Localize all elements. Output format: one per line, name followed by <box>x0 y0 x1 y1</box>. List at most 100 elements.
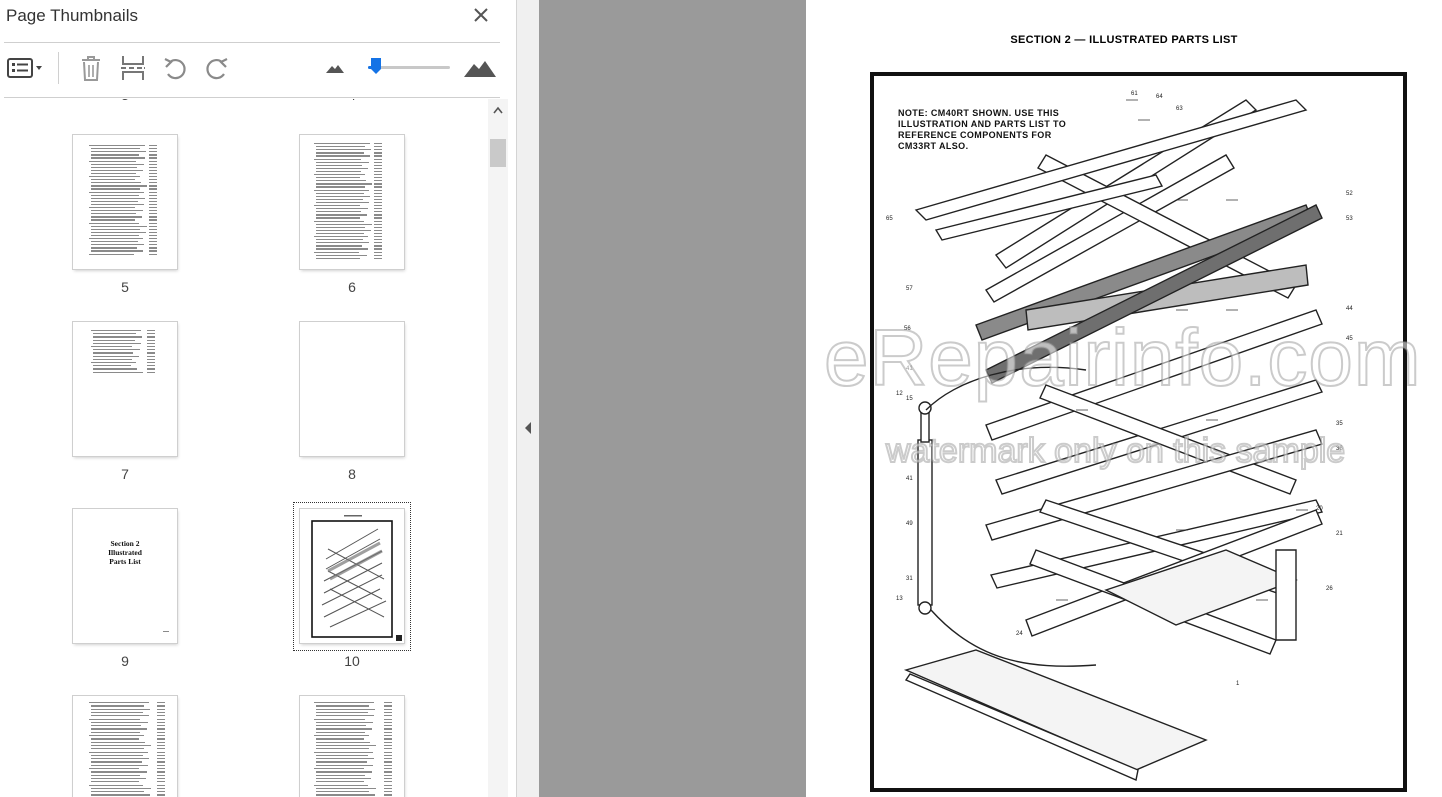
delete-pages-button[interactable] <box>76 53 106 83</box>
thumbnail-text-line <box>149 163 157 165</box>
thumbnail-text-line <box>316 721 373 724</box>
page-section-title: SECTION 2 — ILLUSTRATED PARTS LIST <box>1010 34 1238 46</box>
thumbnail-text-line <box>316 791 369 793</box>
thumbnail-text-line <box>157 794 165 796</box>
thumbnail-text-line <box>316 164 362 166</box>
page-thumbnail[interactable] <box>73 696 177 797</box>
page-extract-icon <box>121 56 145 80</box>
thumbnail-text-line <box>93 355 139 357</box>
thumbnail-text-line <box>384 777 392 780</box>
thumbnail-text-line <box>316 229 371 232</box>
thumbnail-list[interactable]: 3 4 5 6 7 8 Section 2 Illustrated Parts … <box>0 99 488 797</box>
thumbnail-label: 4 <box>300 99 404 103</box>
thumbnail-text-line <box>316 239 363 241</box>
page-thumbnail[interactable] <box>300 696 404 797</box>
thumbnail-text-line <box>91 758 149 760</box>
thumbnail-text-line <box>147 346 155 348</box>
rotate-clockwise-button[interactable] <box>202 53 232 83</box>
rotate-counterclockwise-button[interactable] <box>160 53 190 83</box>
page-thumbnail[interactable] <box>73 322 177 456</box>
thumbnail-text-line <box>384 754 392 757</box>
document-page: SECTION 2 — ILLUSTRATED PARTS LIST NOTE:… <box>806 0 1442 797</box>
thumbnail-text-line <box>91 705 144 707</box>
thumbnail-text-line <box>89 207 135 209</box>
thumbnail-text-line <box>149 185 157 187</box>
thumbnail-text-line <box>89 176 140 178</box>
thumbnail-text-line <box>147 339 155 341</box>
thumbnail-text-line <box>374 183 382 185</box>
thumbnail-text-line <box>384 787 392 790</box>
thumbnail-text-line <box>316 764 373 766</box>
thumbnail-text-line <box>149 151 157 153</box>
zoom-slider-thumb[interactable] <box>370 57 382 75</box>
thumbnail-text-line <box>147 362 155 364</box>
watermark-main: eRepairinfo.com <box>823 312 1422 403</box>
extract-pages-button[interactable] <box>118 53 148 83</box>
thumbnail-text-line <box>149 194 157 196</box>
thumbnail-scrollbar[interactable] <box>488 99 508 797</box>
thumbnail-text-line <box>316 787 376 790</box>
section-title-line: Illustrated <box>108 548 142 557</box>
thumbnail-text-line <box>374 214 382 216</box>
page-thumbnail[interactable]: Section 2 Illustrated Parts List <box>73 509 177 643</box>
close-icon[interactable] <box>470 4 492 26</box>
thumbnail-text-line <box>91 179 135 181</box>
thumbnail-text-line <box>149 154 157 156</box>
thumbnail-text-line <box>374 161 382 163</box>
thumbnail-text-line <box>316 183 372 185</box>
thumbnail-text-line <box>384 784 392 786</box>
svg-text:53: 53 <box>1346 216 1353 222</box>
thumbnail-text-line <box>149 231 157 234</box>
thumbnail-text-line <box>149 157 157 159</box>
thumbnail-label: 10 <box>344 653 360 669</box>
thumbnail-text-line <box>316 705 369 707</box>
thumbnail-text-line <box>147 330 155 332</box>
thumbnail-text-line <box>157 777 165 780</box>
thumbnail-text-line <box>384 702 392 704</box>
thumbnail-text-line <box>157 725 165 727</box>
thumbnail-text-line <box>374 226 382 228</box>
scroll-up-arrow-icon[interactable] <box>492 105 504 117</box>
thumbnail-text-line <box>316 170 361 173</box>
thumbnail-text-line <box>147 365 155 367</box>
thumbnail-text-line <box>149 253 157 255</box>
thumbnail-text-line <box>91 754 143 757</box>
thumbnail-text-line <box>89 145 145 147</box>
thumbnail-text-line <box>316 152 364 154</box>
thumbnail-text-line <box>149 222 157 224</box>
thumbnail-text-line <box>91 219 135 221</box>
thumbnail-text-line <box>91 216 142 218</box>
thumbnail-text-line <box>93 352 133 354</box>
thumbnail-text-line <box>91 241 138 243</box>
thumbnail-text-line <box>91 225 147 227</box>
page-thumbnail[interactable] <box>73 135 177 269</box>
svg-text:12: 12 <box>896 391 903 397</box>
thumbnail-text-line <box>384 728 392 730</box>
page-thumbnail[interactable] <box>300 135 404 269</box>
thumbnail-text-line <box>316 161 369 163</box>
panel-splitter[interactable] <box>517 0 539 797</box>
page-thumbnail[interactable] <box>300 322 404 456</box>
thumbnail-text-line <box>374 170 382 173</box>
thumbnail-text-line <box>316 186 365 188</box>
scroll-thumb[interactable] <box>490 139 506 167</box>
thumbnail-text-line <box>93 333 136 335</box>
thumbnail-text-line <box>316 226 365 228</box>
thumbnail-text-line <box>91 715 149 717</box>
thumbnail-text-line <box>316 254 367 256</box>
thumbnail-text-line <box>374 236 382 238</box>
thumbnail-text-line <box>93 342 141 345</box>
thumbnail-text-line <box>91 725 141 727</box>
thumbnail-text-line <box>147 342 155 345</box>
zoom-out-button[interactable] <box>324 53 346 83</box>
options-menu-button[interactable] <box>4 53 46 83</box>
collapse-arrow-icon[interactable] <box>523 420 533 436</box>
thumbnail-text-line <box>314 784 368 786</box>
zoom-in-button[interactable] <box>462 53 498 83</box>
watermark-sub: watermark only on this sample <box>885 431 1346 471</box>
thumbnail-text-line <box>89 222 139 224</box>
thumbnail-text-line <box>314 718 365 720</box>
note-line: REFERENCE COMPONENTS FOR <box>898 130 1052 140</box>
page-thumbnail[interactable] <box>300 509 404 643</box>
thumbnail-text-line <box>157 784 165 786</box>
